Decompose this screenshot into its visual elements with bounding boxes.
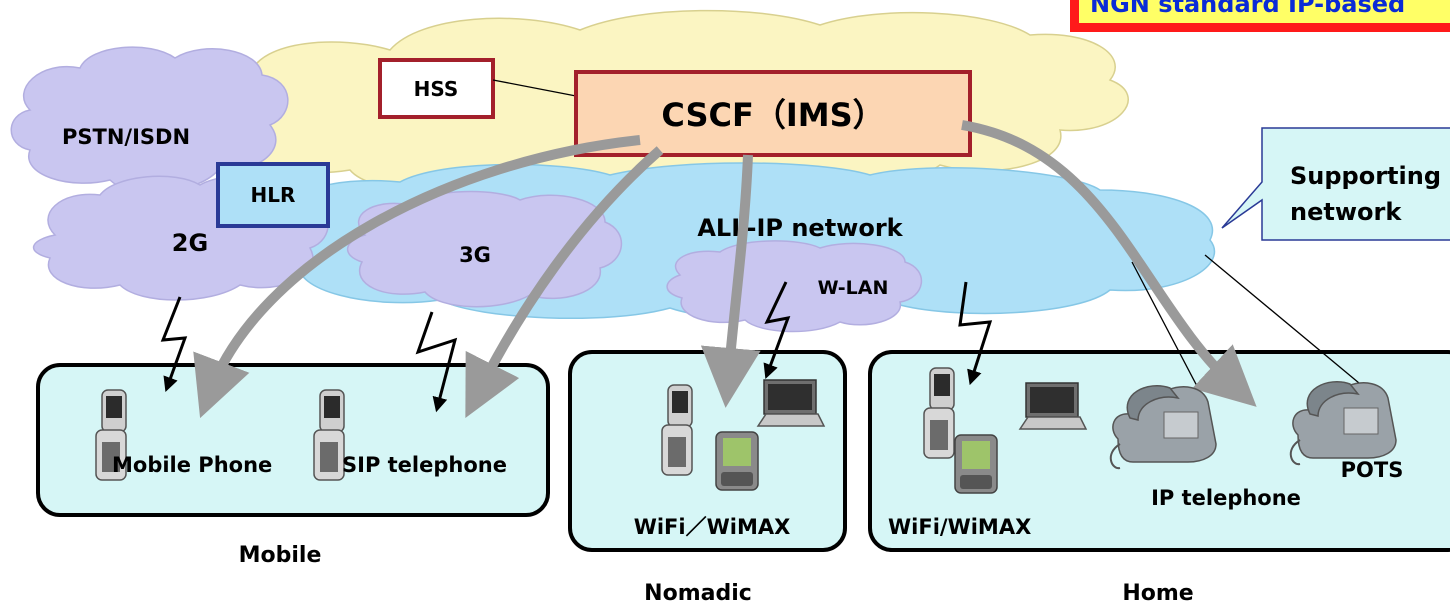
arrow-to-ip-telephone (961, 120, 1257, 407)
mobile-caption: Mobile (239, 543, 322, 568)
2g-label: 2G (172, 229, 208, 257)
nomadic-caption: Nomadic (644, 581, 752, 606)
supporting-network-callout: Supporting network (1221, 127, 1450, 241)
home-pda-icon (954, 434, 998, 494)
ip-telephone-label: IP telephone (1151, 486, 1301, 510)
cscf-label: CSCF（IMS） (661, 96, 884, 134)
home-wifi-label: WiFi/WiMAX (888, 515, 1031, 539)
home-phone-icon (923, 367, 955, 459)
pstn-label: PSTN/ISDN (62, 125, 190, 149)
pstn-cloud (10, 46, 289, 193)
nomadic-wifi-label: WiFi／WiMAX (634, 515, 791, 539)
bolt-wlan-home (958, 281, 993, 386)
callout-line2: network (1290, 198, 1402, 226)
allip-label: ALL-IP network (697, 214, 903, 242)
ip-phone-link (1131, 261, 1199, 389)
arrow-to-mobile-phone (193, 135, 641, 419)
sip-telephone-label: SIP telephone (342, 453, 507, 477)
callout-line1: Supporting (1290, 162, 1441, 190)
cscf-arrows (193, 120, 1257, 419)
bolt-2g (160, 296, 188, 393)
mobile-phone-icon (95, 389, 127, 481)
hss-node: HSS (378, 58, 495, 119)
ip-telephone-icon (1109, 384, 1217, 470)
mobile-phone-label: Mobile Phone (112, 453, 272, 477)
hss-label: HSS (414, 77, 459, 101)
wireless-bolts (160, 281, 993, 413)
hlr-label: HLR (251, 183, 296, 207)
banner-text: NGN standard IP-based (1090, 0, 1405, 18)
bolt-wlan-nomadic (763, 281, 791, 380)
cscf-node: CSCF（IMS） (574, 70, 972, 157)
pots-telephone-icon (1289, 380, 1397, 466)
arrow-to-nomadic (700, 154, 761, 408)
nomadic-laptop-icon (756, 379, 826, 427)
hlr-node: HLR (216, 162, 330, 228)
pots-link (1204, 254, 1366, 389)
nomadic-phone-icon (661, 384, 693, 476)
bolt-3g (415, 311, 458, 413)
arrow-to-sip-telephone (465, 146, 664, 418)
wlan-label: W-LAN (818, 277, 889, 299)
3g-label: 3G (459, 243, 491, 267)
sip-phone-icon (313, 389, 345, 481)
nomadic-pda-icon (715, 431, 759, 491)
pots-label: POTS (1341, 458, 1404, 482)
hss-cscf-link (492, 79, 577, 97)
mobile-group-box (36, 363, 550, 517)
home-caption: Home (1122, 581, 1193, 606)
home-laptop-icon (1018, 382, 1088, 430)
standard-banner: NGN standard IP-based (1070, 0, 1450, 32)
